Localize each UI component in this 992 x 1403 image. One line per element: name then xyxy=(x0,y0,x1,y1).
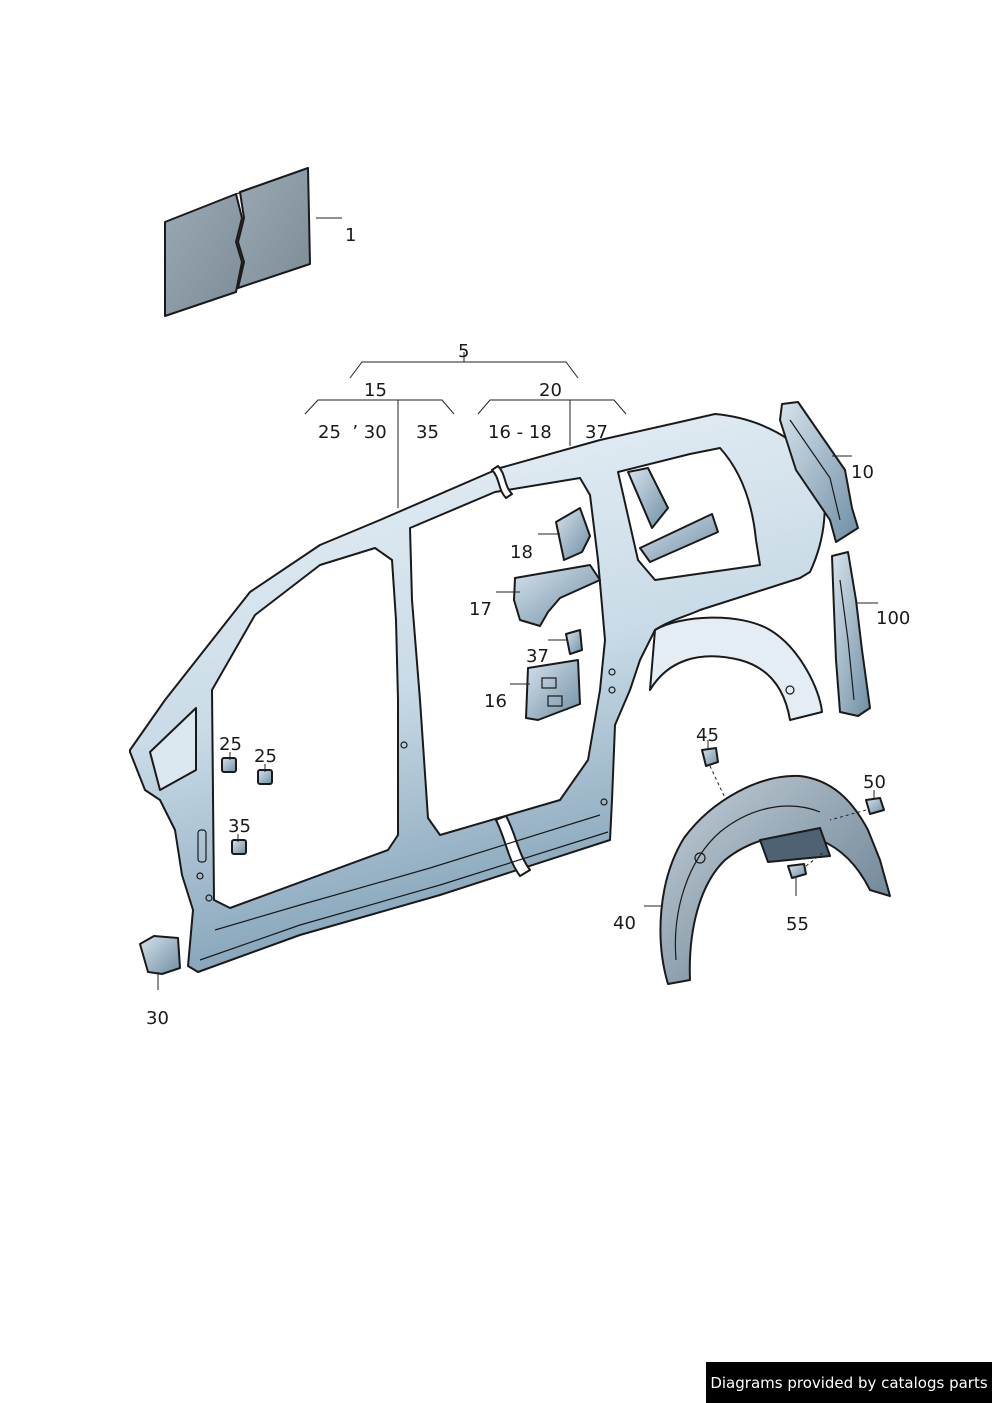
insulation-pad-part-1 xyxy=(164,167,311,317)
label-25-30: 25 ’ 30 xyxy=(318,422,387,443)
label-35-top: 35 xyxy=(416,422,439,443)
label-100: 100 xyxy=(876,608,910,629)
part-labels: 1 5 15 20 25 ’ 30 35 16 - 18 37 10 18 17… xyxy=(146,225,910,1029)
label-45: 45 xyxy=(696,725,719,746)
clips-25-35 xyxy=(221,757,273,855)
label-5: 5 xyxy=(458,341,469,362)
bracket-part-100 xyxy=(831,551,871,717)
label-18: 18 xyxy=(510,542,533,563)
label-37: 37 xyxy=(526,646,549,667)
credit-banner: Diagrams provided by catalogs parts xyxy=(706,1362,992,1403)
label-16: 16 xyxy=(484,691,507,712)
label-20: 20 xyxy=(539,380,562,401)
bracket-part-30 xyxy=(139,935,181,975)
wheelhouse-liner-part-40 xyxy=(659,774,891,985)
label-40: 40 xyxy=(613,913,636,934)
label-16-18: 16 - 18 xyxy=(488,422,552,443)
label-15: 15 xyxy=(364,380,387,401)
label-35: 35 xyxy=(228,816,251,837)
label-25-a: 25 xyxy=(219,734,242,755)
label-25-b: 25 xyxy=(254,746,277,767)
label-1: 1 xyxy=(345,225,356,246)
label-55: 55 xyxy=(786,914,809,935)
fasteners xyxy=(701,747,885,879)
label-50: 50 xyxy=(863,772,886,793)
side-panel-main xyxy=(129,413,826,973)
label-30: 30 xyxy=(146,1008,169,1029)
leader-lines xyxy=(157,217,878,990)
label-10: 10 xyxy=(851,462,874,483)
label-37-top: 37 xyxy=(585,422,608,443)
reinforcement-part-10 xyxy=(779,401,859,543)
label-17: 17 xyxy=(469,599,492,620)
inner-reinforcements xyxy=(513,467,719,721)
